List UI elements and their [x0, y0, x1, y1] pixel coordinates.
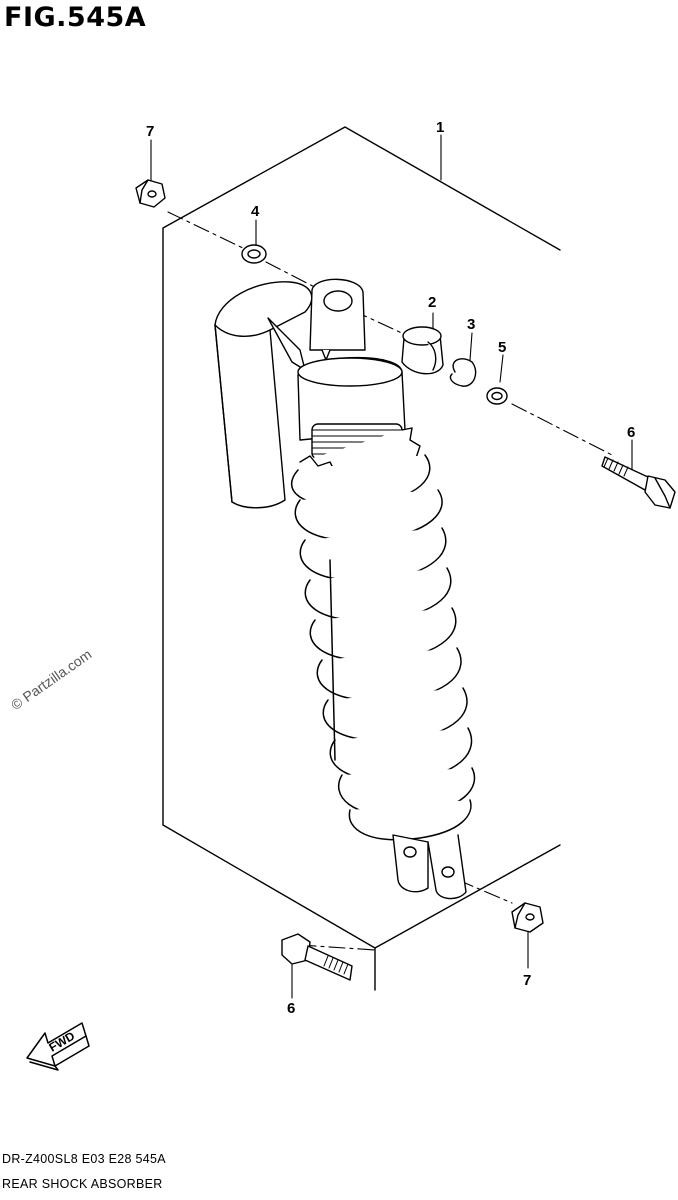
callout-labels: 1 2 3 4 5 6 6 7 7	[146, 119, 635, 1017]
callout-7-lower: 7	[523, 972, 531, 989]
nut-part-7-upper	[135, 179, 166, 208]
bolt-part-6-upper	[601, 456, 676, 509]
callout-6-upper: 6	[627, 424, 635, 441]
callout-3: 3	[467, 316, 475, 333]
bolt-part-6-lower	[281, 933, 353, 981]
damper-body	[297, 356, 426, 487]
callout-2: 2	[428, 294, 436, 311]
callout-6-lower: 6	[287, 1000, 295, 1017]
callout-5: 5	[498, 339, 506, 356]
callout-4: 4	[251, 203, 260, 220]
top-mount	[309, 278, 366, 361]
circlip-part-3	[449, 358, 477, 387]
lower-clevis	[392, 834, 467, 900]
nut-part-7-lower	[511, 902, 544, 933]
footer-diagram-code: DR-Z400SL8 E03 E28 545A	[2, 1152, 166, 1166]
washer-part-5	[486, 387, 508, 405]
coil-spring	[291, 454, 476, 841]
reservoir-canister	[214, 281, 313, 509]
callout-1: 1	[436, 119, 444, 136]
assembly-frame	[162, 126, 561, 991]
footer-diagram-name: REAR SHOCK ABSORBER	[2, 1177, 163, 1191]
fwd-arrow-icon: FWD	[26, 1022, 90, 1071]
figure-title: FIG.545A	[4, 2, 147, 33]
callout-7-upper: 7	[146, 123, 154, 140]
bushing-part-2	[401, 326, 444, 375]
leader-lines	[150, 134, 633, 999]
washer-part-4	[241, 244, 267, 264]
